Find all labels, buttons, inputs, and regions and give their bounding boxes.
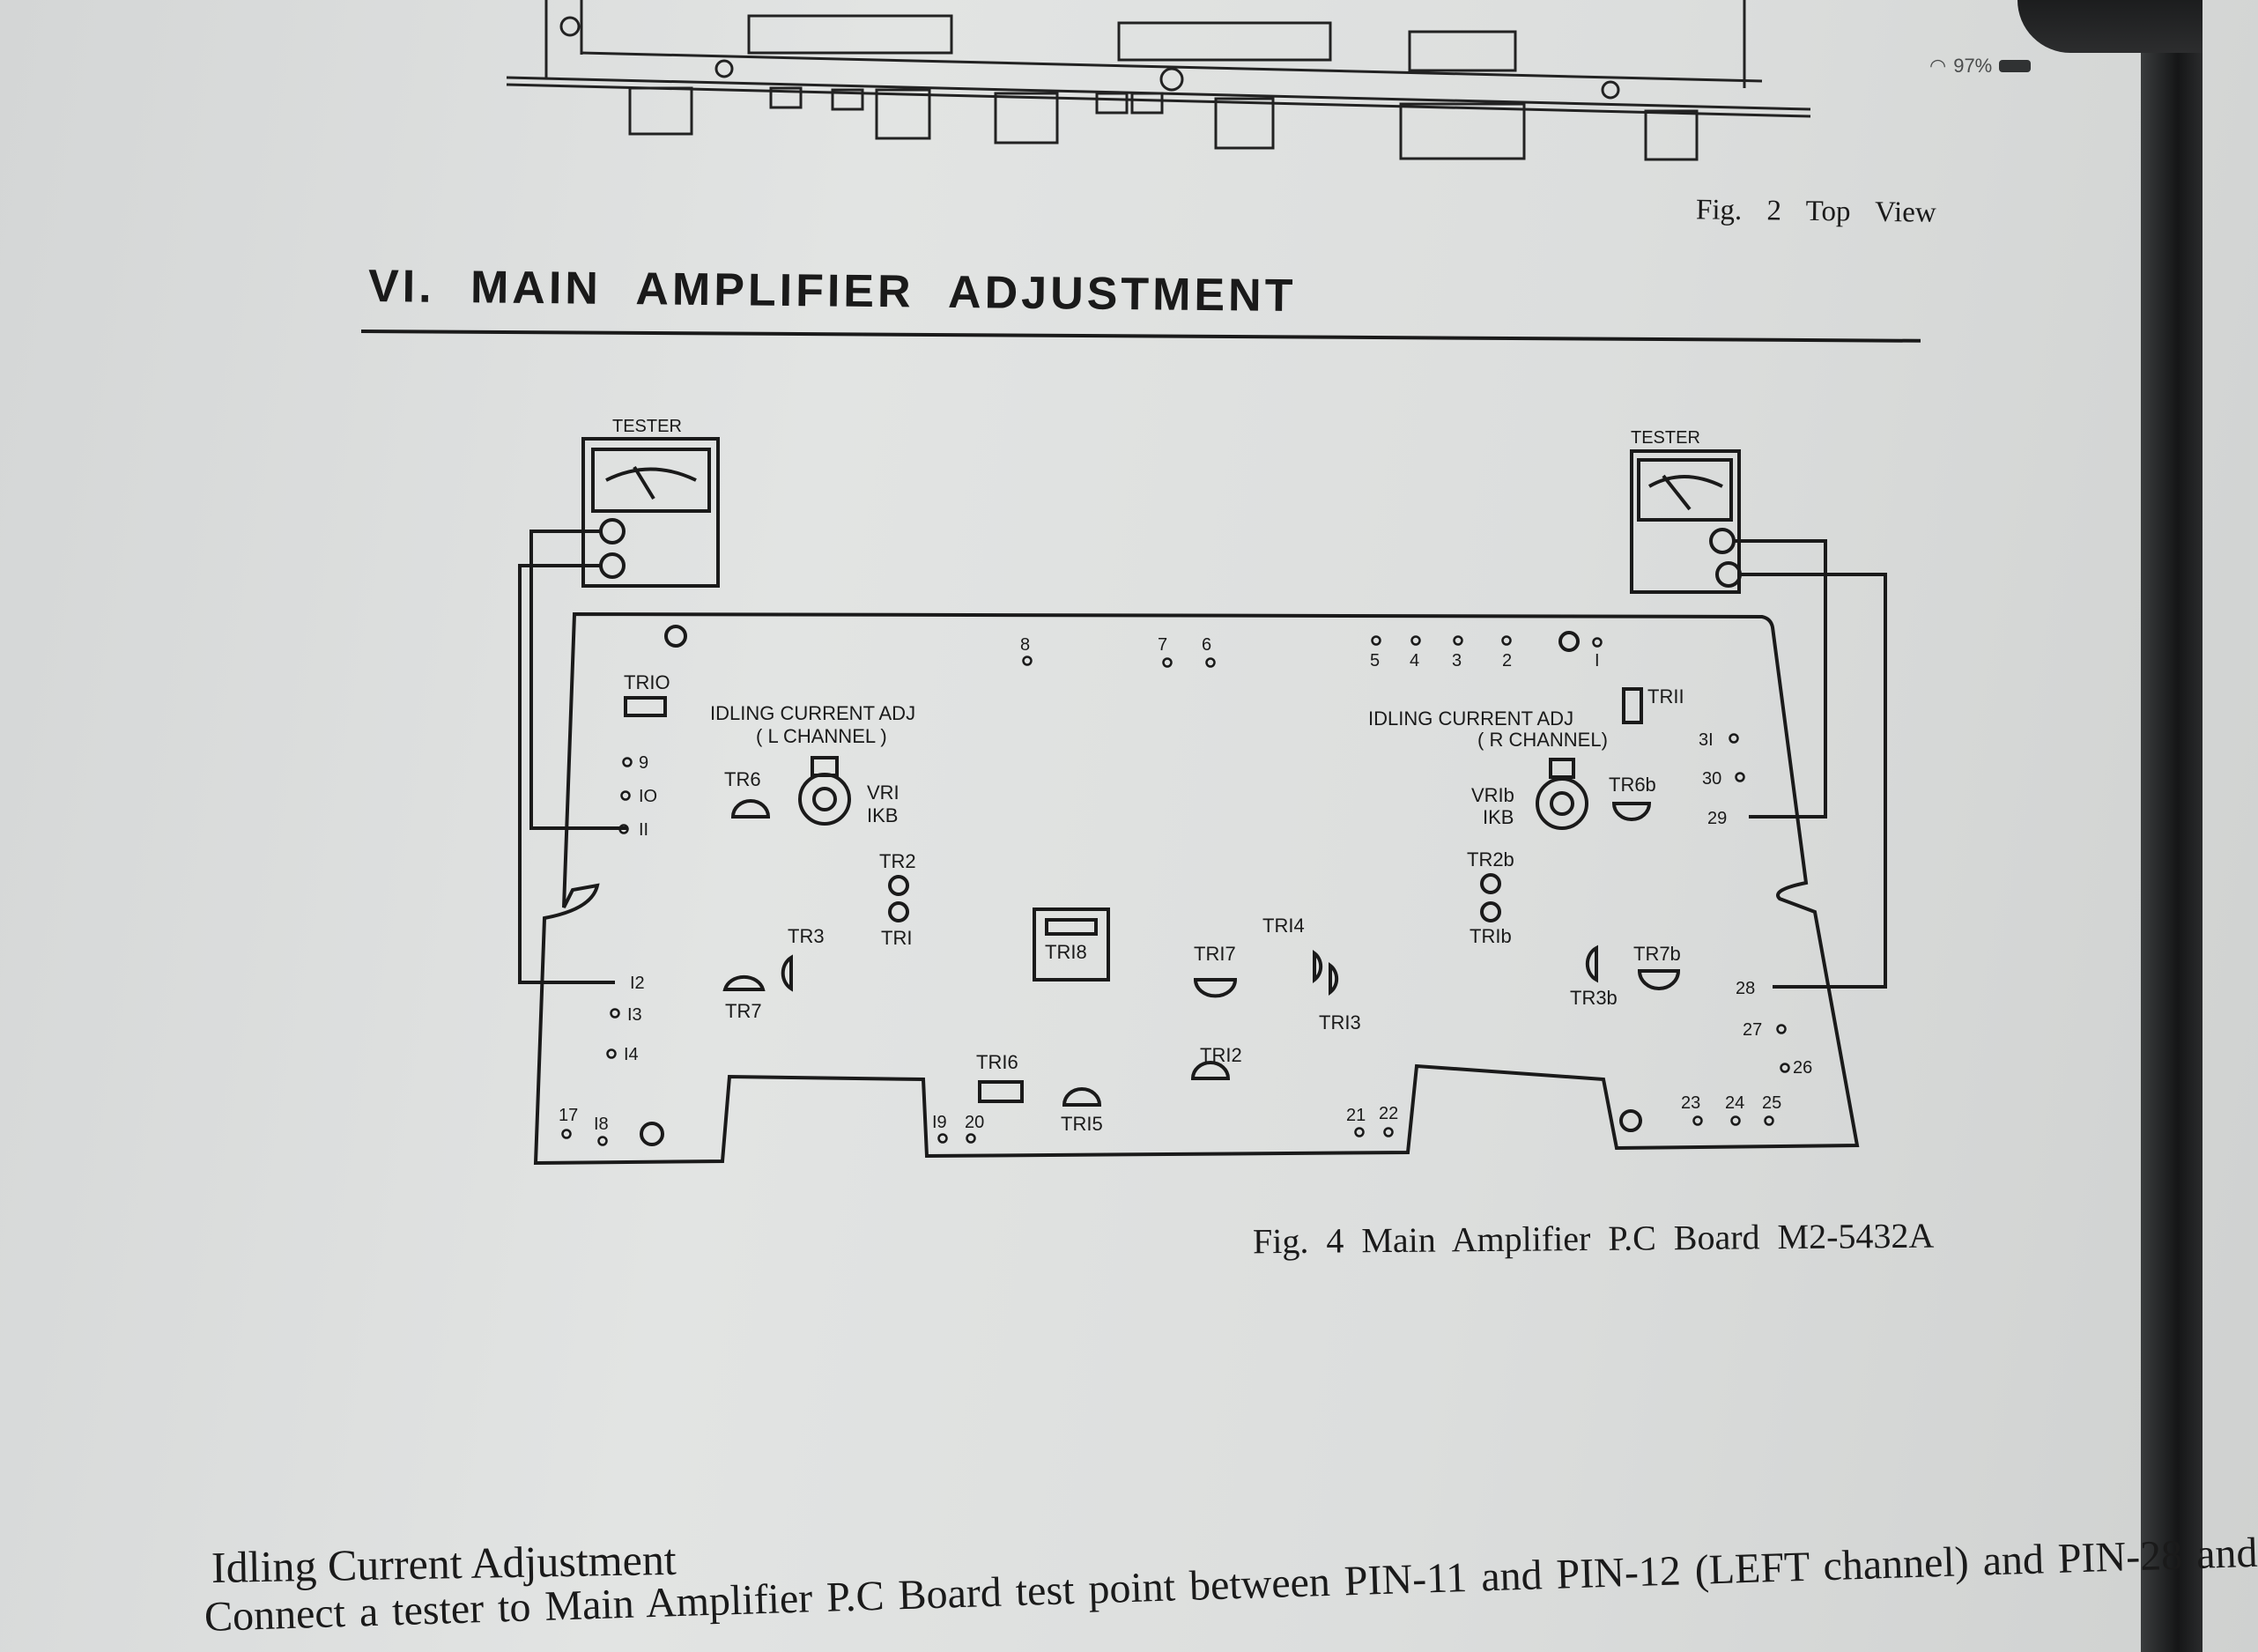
tr3-label: TR3 (788, 925, 825, 947)
pin-13-label: I3 (627, 1005, 642, 1025)
status-bar: ◠ 97% (1929, 55, 2032, 78)
pin-25-label: 25 (1762, 1093, 1781, 1113)
pin-17-label: 17 (559, 1106, 578, 1125)
pin-2-label: 2 (1502, 651, 1512, 670)
figure-4-board-diagram: TESTER TESTER IDLING CURRENT ADJ ( L CHA… (518, 417, 1887, 1166)
pin-19-label: I9 (932, 1113, 947, 1132)
battery-percent: 97% (1953, 55, 1993, 77)
pin-11-label: II (639, 820, 648, 840)
device-bezel (2141, 0, 2202, 1652)
tr10-label: TRIO (624, 671, 670, 693)
pin-8-label: 8 (1020, 635, 1030, 655)
tr6-label: TR6 (724, 768, 761, 790)
pin-1-label: I (1595, 651, 1600, 670)
vr1b-value: IKB (1483, 806, 1514, 828)
pin-22-label: 22 (1379, 1104, 1398, 1123)
pin-3-label: 3 (1452, 651, 1462, 670)
tr7-label: TR7 (725, 1000, 762, 1022)
pin-5-label: 5 (1370, 651, 1380, 670)
pin-6-label: 6 (1202, 635, 1211, 655)
pin-21-label: 21 (1346, 1106, 1366, 1125)
pin-31-label: 3I (1699, 730, 1714, 750)
device-corner (2017, 0, 2202, 53)
tester-left-body (581, 437, 720, 588)
pin-9-label: 9 (639, 753, 648, 773)
pin-20-label: 20 (965, 1113, 984, 1132)
tr12-label: TRI2 (1200, 1044, 1242, 1066)
tr1-label: TRI (881, 927, 912, 949)
pin-7-label: 7 (1158, 635, 1167, 655)
adj-left-title: IDLING CURRENT ADJ (710, 702, 915, 724)
tester-right-label: TESTER (1631, 428, 1700, 448)
pin-26-label: 26 (1793, 1058, 1812, 1078)
tr17-label: TRI7 (1194, 943, 1236, 965)
tr14-label: TRI4 (1262, 915, 1305, 937)
pin-12-label: I2 (630, 974, 645, 993)
pin-4-label: 4 (1410, 651, 1419, 670)
wifi-icon: ◠ (1929, 55, 1947, 77)
pin-29-label: 29 (1707, 809, 1727, 828)
figure-4-caption: Fig. 4 Main Amplifier P.C Board M2-5432A (1252, 1215, 1935, 1262)
pin-27-label: 27 (1743, 1020, 1762, 1040)
adj-right-channel: ( R CHANNEL) (1477, 729, 1608, 751)
vr1-label: VRI (867, 782, 899, 804)
tester-right-body (1630, 449, 1741, 594)
figure-2-drawing (506, 0, 1811, 161)
adj-right-title: IDLING CURRENT ADJ (1368, 707, 1573, 730)
tr7b-label: TR7b (1633, 943, 1681, 965)
tr2b-label: TR2b (1467, 848, 1514, 870)
adj-left-channel: ( L CHANNEL ) (756, 725, 887, 747)
tr16-label: TRI6 (976, 1051, 1018, 1073)
vr1-value: IKB (867, 804, 898, 826)
vr1b-label: VRIb (1471, 784, 1514, 806)
pin-10-label: IO (639, 787, 657, 806)
pin-23-label: 23 (1681, 1093, 1700, 1113)
tr3b-label: TR3b (1570, 987, 1618, 1009)
tr2-label: TR2 (879, 850, 916, 872)
board-outline (533, 611, 1860, 1166)
tr18-label: TRI8 (1045, 941, 1087, 963)
pin-24-label: 24 (1725, 1093, 1744, 1113)
pin-14-label: I4 (624, 1045, 639, 1064)
tr6b-label: TR6b (1609, 774, 1656, 796)
battery-icon (1999, 60, 2032, 72)
pin-28-label: 28 (1736, 979, 1755, 998)
tr13-label: TRI3 (1319, 1011, 1361, 1033)
tester-left-label: TESTER (612, 417, 682, 436)
tr1b-label: TRIb (1470, 925, 1512, 947)
pin-30-label: 30 (1702, 769, 1721, 789)
tr15-label: TRI5 (1061, 1113, 1103, 1135)
pin-18-label: I8 (594, 1115, 609, 1134)
tr11-label: TRII (1647, 685, 1684, 707)
